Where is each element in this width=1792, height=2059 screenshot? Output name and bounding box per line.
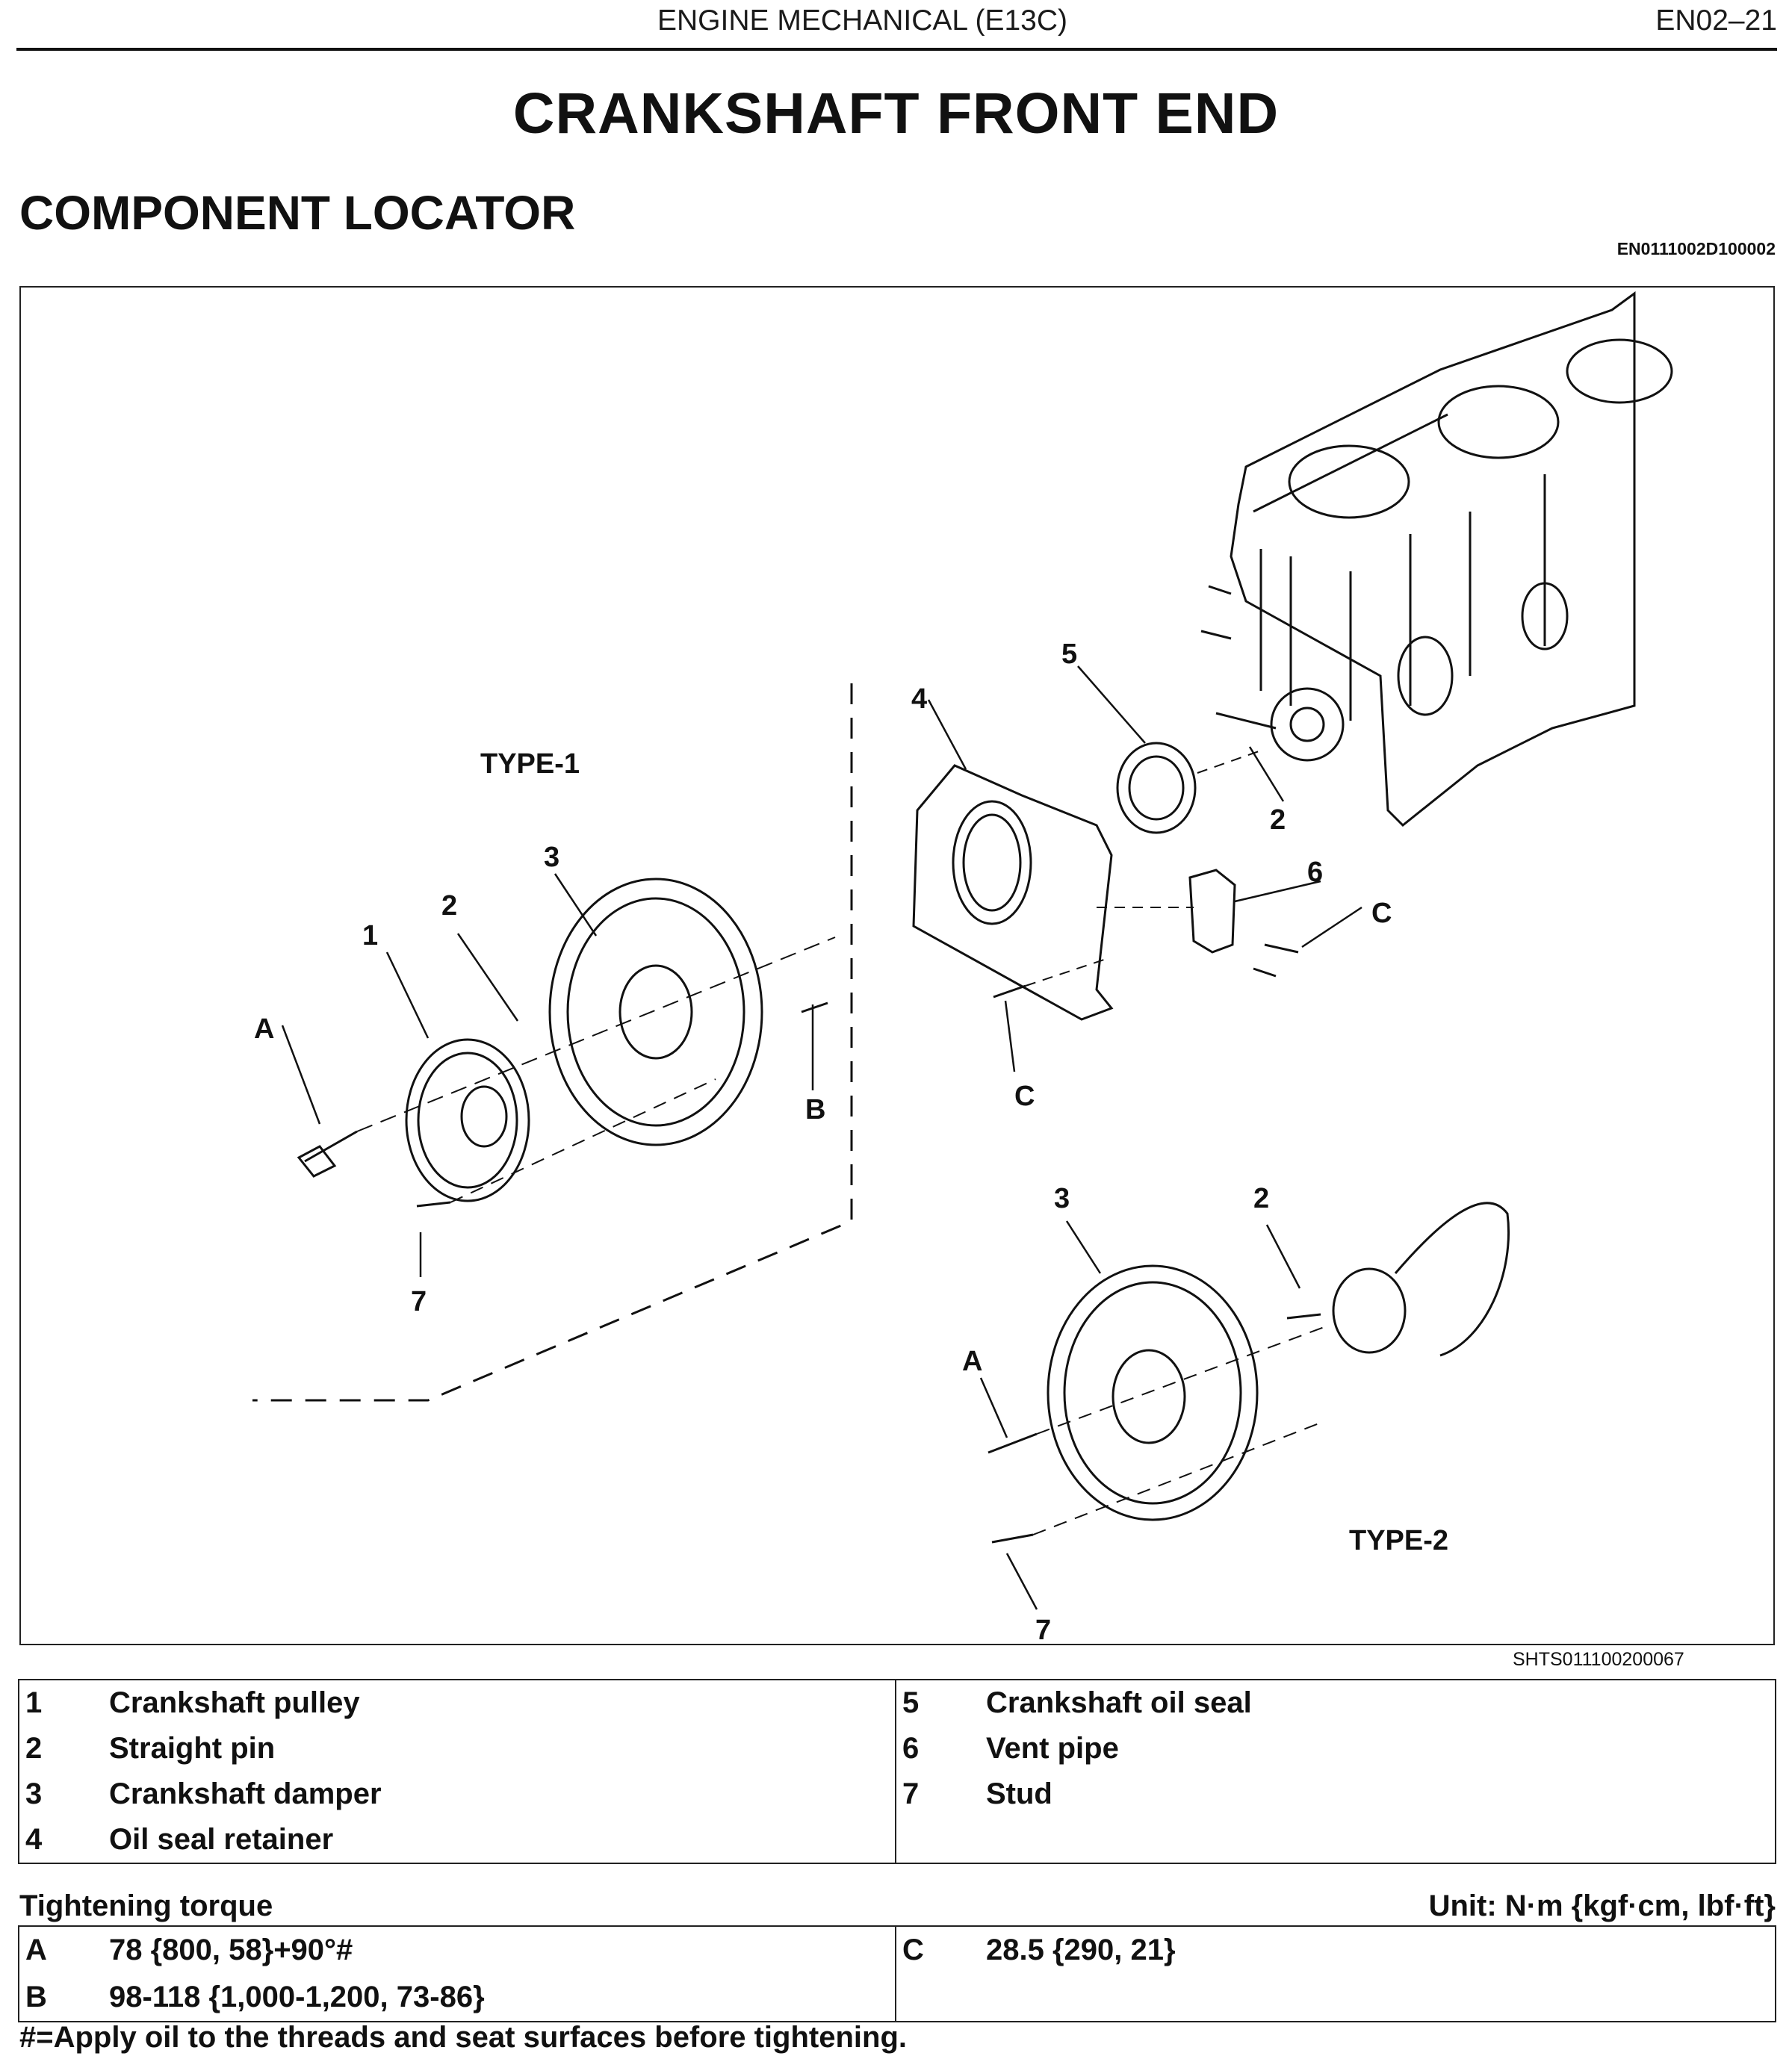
table-row: 1 Crankshaft pulley 5 Crankshaft oil sea… — [19, 1680, 1776, 1726]
legend-label: Crankshaft oil seal — [986, 1686, 1252, 1719]
table-row: 2 Straight pin 6 Vent pipe — [19, 1726, 1776, 1771]
legend-empty-cell — [896, 1817, 986, 1863]
torque-value: 78 {800, 58}+90°# — [109, 1926, 896, 1974]
crankshaft-drawing — [1332, 1202, 1510, 1357]
torque-key: A — [25, 1934, 47, 1966]
callout-c-retainer: C — [1014, 1081, 1035, 1112]
callout-5: 5 — [1061, 639, 1077, 670]
footnote: #=Apply oil to the threads and seat surf… — [19, 2021, 908, 2054]
leader-lines — [281, 665, 1362, 1610]
legend-number: 6 — [902, 1732, 920, 1765]
callout-c-vent: C — [1371, 898, 1392, 929]
document-code: EN0111002D100002 — [1616, 239, 1776, 258]
header-divider — [16, 48, 1777, 51]
page-header: ENGINE MECHANICAL (E13C) EN02–21 — [0, 0, 1792, 52]
legend-number: 3 — [25, 1777, 43, 1810]
header-section-title: ENGINE MECHANICAL (E13C) — [657, 4, 1067, 37]
type1-label: TYPE-1 — [480, 748, 580, 780]
legend-label: Straight pin — [109, 1726, 896, 1771]
legend-label: Crankshaft damper — [109, 1771, 896, 1817]
callout-2-type2: 2 — [1253, 1183, 1269, 1214]
section-title: COMPONENT LOCATOR — [19, 186, 576, 240]
callout-2-type1: 2 — [441, 890, 457, 922]
oil-seal-retainer-drawing — [912, 764, 1114, 1021]
callout-3-type1: 3 — [544, 842, 559, 873]
assembly-axes — [356, 750, 1329, 1535]
component-illustration: TYPE-1 TYPE-2 1 2 3 A 7 B 4 5 2 6 C C 3 … — [19, 286, 1775, 1645]
table-row: 3 Crankshaft damper 7 Stud — [19, 1771, 1776, 1817]
figure-code: SHTS011100200067 — [1513, 1649, 1684, 1670]
torque-key: C — [902, 1934, 924, 1966]
type1-pulley-drawing — [405, 1038, 530, 1202]
legend-number: 5 — [902, 1686, 920, 1719]
type2-damper-drawing — [1047, 1264, 1259, 1521]
torque-heading: Tightening torque — [19, 1889, 273, 1922]
oil-seal-drawing — [1116, 742, 1197, 834]
table-row: 4 Oil seal retainer — [19, 1817, 1776, 1863]
legend-label: Crankshaft pulley — [109, 1680, 896, 1726]
callout-7-type2: 7 — [1035, 1615, 1051, 1645]
callout-b: B — [805, 1094, 825, 1125]
type1-damper-drawing — [548, 878, 763, 1146]
legend-empty-cell — [986, 1817, 1776, 1863]
legend-number: 2 — [25, 1732, 43, 1765]
torque-value: 28.5 {290, 21} — [986, 1934, 1176, 1966]
legend-label: Stud — [986, 1777, 1052, 1810]
torque-unit: Unit: N·m {kgf·cm, lbf·ft} — [1428, 1889, 1776, 1922]
callout-2-block: 2 — [1270, 804, 1286, 836]
callout-3-type2: 3 — [1054, 1183, 1070, 1214]
legend-label: Oil seal retainer — [109, 1817, 896, 1863]
type2-label: TYPE-2 — [1349, 1525, 1448, 1556]
torque-table: A 78 {800, 58}+90°# C 28.5 {290, 21} B 9… — [18, 1925, 1776, 2022]
engine-block-drawing — [1200, 291, 1673, 827]
callout-a-type2: A — [962, 1346, 982, 1377]
header-page-number: EN02–21 — [1655, 4, 1777, 37]
legend-label: Vent pipe — [986, 1732, 1119, 1765]
legend-number: 4 — [25, 1823, 43, 1856]
page-title: CRANKSHAFT FRONT END — [512, 81, 1280, 146]
fasteners-drawing — [297, 984, 1321, 1544]
table-row: A 78 {800, 58}+90°# C 28.5 {290, 21} — [19, 1926, 1776, 1974]
torque-value: 98-118 {1,000-1,200, 73-86} — [109, 1974, 896, 2022]
table-row: B 98-118 {1,000-1,200, 73-86} — [19, 1974, 1776, 2022]
callout-a-type1: A — [254, 1013, 274, 1045]
callout-7-type1: 7 — [411, 1286, 427, 1317]
callout-6: 6 — [1307, 857, 1323, 888]
exploded-view-drawing: TYPE-1 TYPE-2 1 2 3 A 7 B 4 5 2 6 C C 3 … — [252, 291, 1673, 1645]
torque-key: B — [25, 1981, 47, 2013]
legend-number: 1 — [25, 1686, 43, 1719]
vent-pipe-drawing — [1188, 869, 1299, 978]
callout-1: 1 — [362, 920, 378, 951]
legend-number: 7 — [902, 1777, 920, 1810]
torque-empty-cell — [896, 1974, 986, 2022]
component-legend-table: 1 Crankshaft pulley 5 Crankshaft oil sea… — [18, 1679, 1776, 1864]
callout-4: 4 — [911, 683, 927, 715]
torque-empty-cell — [986, 1974, 1776, 2022]
